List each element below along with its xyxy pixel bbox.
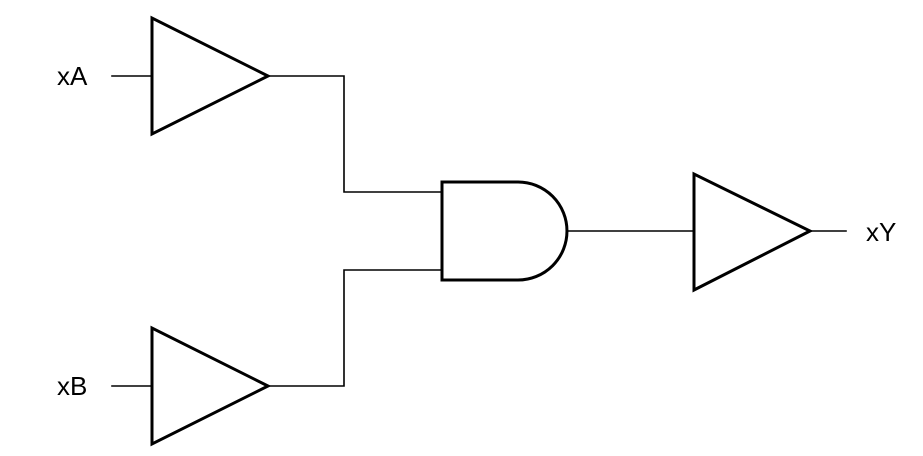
buffer-gate-output — [692, 171, 814, 293]
label-input-a: xA — [57, 61, 88, 91]
and-gate — [440, 180, 569, 282]
buffer-gate-b — [150, 325, 272, 447]
wire-buffer-b-to-and — [267, 269, 443, 387]
label-input-b: xB — [57, 371, 87, 401]
wire-buffer-a-to-and — [267, 75, 443, 193]
buffer-gate-a — [150, 15, 272, 137]
label-output-y: xY — [866, 217, 896, 247]
